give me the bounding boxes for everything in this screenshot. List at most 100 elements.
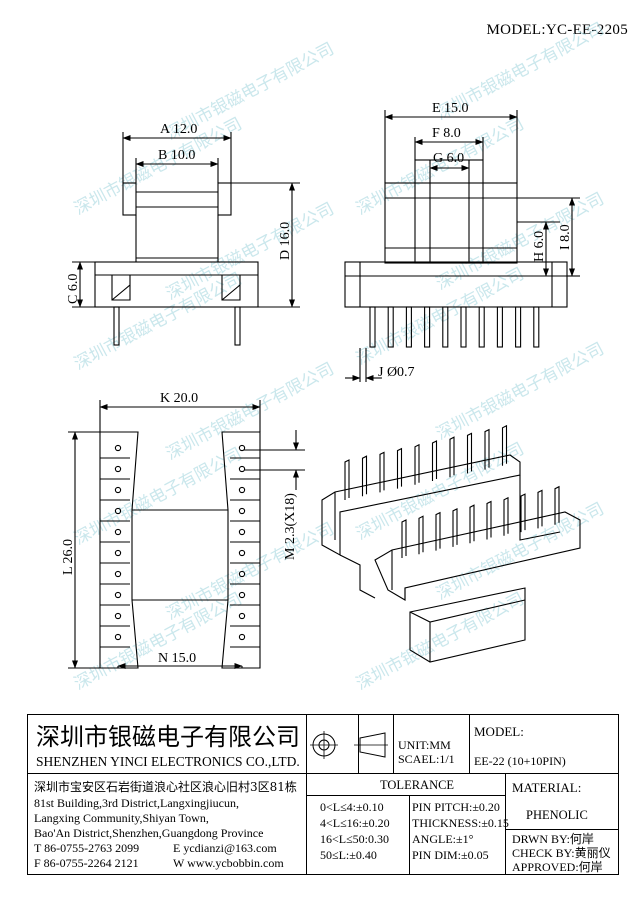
watermark-text: 深圳市银磁电子有限公司 — [163, 519, 337, 624]
pin-hole-left — [114, 591, 122, 599]
side-pin — [442, 306, 449, 348]
spec-row-3: ANGLE:±1° — [412, 832, 474, 846]
dim-k-label: K 20.0 — [160, 391, 198, 406]
side-pin — [369, 306, 376, 348]
iso-pin-back — [361, 455, 368, 497]
bottom-view — [68, 400, 305, 669]
watermark-text: 深圳市银磁电子有限公司 — [71, 269, 245, 374]
pin-hole-left — [114, 507, 122, 515]
check-by: CHECK BY:黄丽仪 — [512, 846, 611, 860]
side-pin — [424, 306, 431, 348]
iso-pin-back — [414, 443, 420, 485]
address-en-1: 81st Building,3rd District,Langxingjiucu… — [34, 796, 239, 810]
pin-hole-left — [114, 570, 122, 578]
watermark-text: 深圳市银磁电子有限公司 — [433, 339, 607, 444]
dim-j-label: J Ø0.7 — [378, 365, 415, 380]
dim-e-label: E 15.0 — [432, 101, 469, 116]
pin-hole-right — [238, 444, 246, 452]
pin-hole-left — [114, 444, 122, 452]
iso-pin-front — [435, 511, 441, 551]
pin-hole-left — [114, 465, 122, 473]
address-en-3: Bao'An District,Shenzhen,Guangdong Provi… — [34, 826, 264, 840]
iso-pin-back — [396, 447, 403, 489]
side-pin — [515, 306, 522, 348]
title-block: 深圳市银磁电子有限公司 SHENZHEN YINCI ELECTRONICS C… — [27, 714, 619, 875]
side-pin — [478, 306, 485, 348]
dim-h-label: H 6.0 — [532, 231, 547, 262]
pin-hole-right — [238, 612, 246, 620]
iso-pin-front — [486, 500, 492, 540]
side-pin — [496, 306, 503, 348]
dim-n-label: N 15.0 — [158, 651, 196, 666]
iso-pin-back — [484, 428, 490, 470]
company-name-en: SHENZHEN YINCI ELECTRONICS CO.,LTD. — [36, 754, 300, 769]
iso-pin-back — [431, 440, 438, 481]
pin-hole-right — [238, 528, 246, 536]
drawn-by: DRWN BY:何岸 — [512, 832, 594, 846]
iso-pin-back — [449, 436, 455, 478]
watermark-text: 深圳市银磁电子有限公司 — [71, 589, 245, 694]
tolerance-row-3: 16<L≤50:0.30 — [320, 832, 390, 846]
pin-hole-left — [114, 633, 122, 641]
iso-pin-back — [344, 459, 350, 500]
dim-l-label: L 26.0 — [61, 539, 76, 575]
iso-pin-front — [418, 515, 424, 555]
address-cn: 深圳市宝安区石岩街道浪心社区浪心旧村3区81栋 — [34, 780, 297, 794]
pin-hole-right — [238, 633, 246, 641]
side-view — [344, 110, 580, 382]
technical-drawing: 深圳市银磁电子有限公司深圳市银磁电子有限公司深圳市银磁电子有限公司深圳市银磁电子… — [61, 19, 607, 694]
pin-hole-left — [114, 528, 122, 536]
fax: F 86-0755-2264 2121 — [34, 856, 139, 870]
dim-f-label: F 8.0 — [432, 126, 461, 141]
model-label: MODEL: — [474, 724, 524, 739]
iso-pin-front — [554, 485, 560, 525]
iso-pin-back — [379, 451, 385, 493]
side-pin — [533, 306, 540, 348]
email: E ycdianzi@163.com — [173, 841, 277, 855]
material-label: MATERIAL: — [512, 780, 582, 795]
pin-hole-left — [114, 486, 122, 494]
iso-pin-front — [469, 504, 475, 544]
dim-m-label: M 2.3(X18) — [283, 493, 298, 560]
watermark-text: 深圳市银磁电子有限公司 — [353, 589, 527, 694]
spec-row-4: PIN DIM:±0.05 — [412, 848, 489, 862]
watermark-text: 深圳市银磁电子有限公司 — [71, 444, 245, 549]
pin-hole-right — [238, 486, 246, 494]
pin-hole-right — [238, 570, 246, 578]
pin-hole-right — [238, 507, 246, 515]
scale-label: SCAEL:1/1 — [398, 752, 455, 766]
iso-pin-front — [503, 496, 509, 536]
pin-hole-right — [238, 591, 246, 599]
tolerance-row-1: 0<L≤4:±0.10 — [320, 800, 384, 814]
dim-i-label: I 8.0 — [558, 224, 573, 250]
side-pin — [460, 306, 467, 348]
dim-c-label: C 6.0 — [66, 274, 81, 304]
dim-g-label: G 6.0 — [433, 151, 464, 166]
model-tag: MODEL:YC-EE-2205 — [486, 22, 628, 38]
iso-pin-front — [537, 489, 543, 529]
spec-row-1: PIN PITCH:±0.20 — [412, 800, 500, 814]
projection-symbol-icon — [310, 731, 388, 759]
approved-by: APPROVED:何岸 — [512, 860, 603, 874]
side-pin — [405, 306, 412, 348]
iso-pin-back — [466, 432, 473, 474]
pin-hole-right — [238, 465, 246, 473]
watermark-layer: 深圳市银磁电子有限公司深圳市银磁电子有限公司深圳市银磁电子有限公司深圳市银磁电子… — [71, 19, 607, 694]
iso-pin-front — [401, 519, 407, 558]
spec-row-2: THICKNESS:±0.15 — [412, 816, 509, 830]
tolerance-row-2: 4<L≤16:±0.20 — [320, 816, 390, 830]
pin-hole-left — [114, 549, 122, 557]
unit-label: UNIT:MM — [398, 738, 451, 752]
pin-hole-right — [238, 549, 246, 557]
material-value: PHENOLIC — [526, 808, 588, 822]
front-view — [72, 132, 300, 346]
dim-b-label: B 10.0 — [158, 148, 195, 163]
tolerance-row-4: 50≤L:±0.40 — [320, 848, 377, 862]
watermark-text: 深圳市银磁电子有限公司 — [71, 114, 245, 219]
isometric-view — [321, 424, 581, 663]
model-value: EE-22 (10+10PIN) — [474, 754, 566, 768]
iso-pin-front — [520, 493, 526, 533]
tel: T 86-0755-2763 2099 — [34, 841, 140, 855]
tolerance-title: TOLERANCE — [380, 778, 455, 792]
iso-pin-back — [501, 424, 508, 466]
